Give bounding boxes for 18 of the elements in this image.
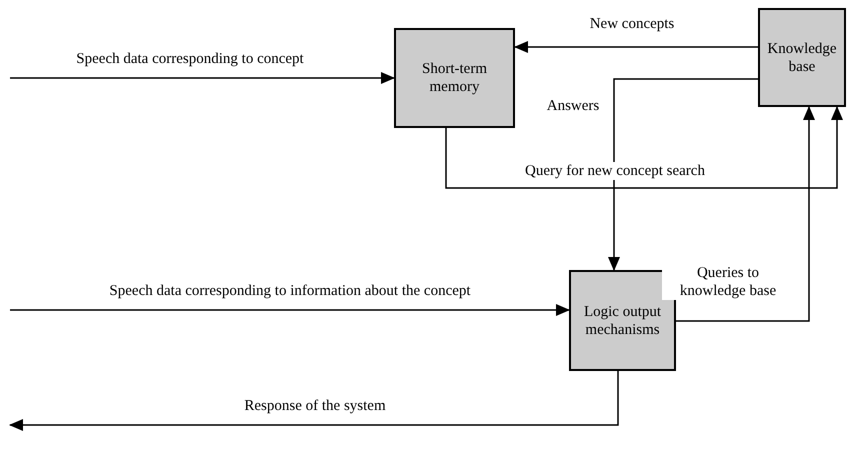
arrow (10, 304, 570, 316)
arrow (514, 41, 758, 53)
edge-label: Speech data corresponding to information about the concept (107, 282, 473, 300)
box-label: Knowledge base (766, 40, 838, 76)
box-label: Logic output mechanisms (582, 302, 662, 338)
edge-label: Speech data corresponding to concept (74, 50, 306, 68)
arrow (676, 106, 815, 322)
process-box (394, 28, 515, 128)
arrow (445, 106, 843, 189)
edge-label: New concepts (588, 15, 676, 33)
process-box (569, 270, 676, 371)
edge-label: Query for new concept search (523, 162, 707, 180)
edge-label: Response of the system (242, 397, 388, 415)
arrow (9, 371, 619, 431)
arrow (10, 72, 395, 84)
process-box (758, 8, 846, 107)
box-label: Short-term memory (421, 60, 488, 96)
arrow (608, 78, 758, 271)
